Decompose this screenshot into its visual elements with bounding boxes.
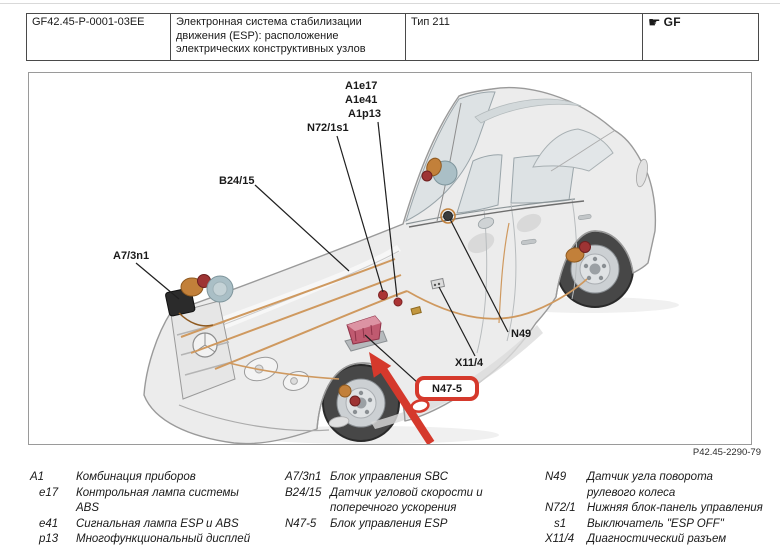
figure-number: P42.45-2290-79 [692, 447, 761, 458]
legend-code: N49 [545, 471, 567, 483]
front-door-window [456, 154, 503, 214]
legend-code: A1 [30, 471, 45, 483]
legend-desc: Комбинация приборов [76, 471, 196, 483]
legend-item: p13 Многофункциональный дисплей [30, 532, 282, 548]
section-label: GF [663, 15, 681, 29]
legend-item: A1 Комбинация приборов [30, 470, 282, 486]
legend-desc: Блок управления ESP [330, 517, 448, 530]
callout-a1p13: A1p13 [348, 108, 382, 120]
callout-n49: N49 [511, 328, 532, 340]
esp-control-unit [344, 315, 388, 352]
legend-desc: Диагностический разъем [587, 533, 727, 545]
top-divider [0, 3, 780, 4]
callout-b24-15: B24/15 [219, 175, 255, 187]
front-brake [338, 384, 361, 407]
legend-desc: Выключатель "ESP OFF" [587, 517, 724, 530]
page-title: Электронная система стабилизации движени… [170, 13, 406, 61]
legend-item: N72/1 Нижняя блок-панель управления [545, 501, 775, 517]
esp-location-diagram: A1e17 A1e41 A1p13 N72/1s1 B24/15 A7/3n1 … [28, 72, 752, 445]
legend-desc: Датчик угла поворота рулевого колеса [587, 471, 713, 499]
legend-code: B24/15 [285, 486, 322, 499]
legend-code: N47-5 [285, 517, 317, 530]
callout-a1e41: A1e41 [345, 94, 378, 106]
wiring-harness [180, 222, 588, 380]
legend-desc: Многофункциональный дисплей [76, 533, 251, 545]
pointing-hand-icon: ☛ [648, 14, 661, 30]
callout-x11-4: X11/4 [455, 357, 484, 369]
model-type: Тип 211 [405, 13, 643, 61]
legend-item: A7/3n1 Блок управления SBC [285, 470, 537, 486]
legend-desc: Блок управления SBC [330, 471, 449, 483]
legend-code: e41 [39, 517, 59, 530]
legend-column-2: A7/3n1 Блок управления SBC B24/15 Датчик у… [285, 470, 537, 532]
legend-desc: Контрольная лампа системы ABS [76, 486, 239, 515]
legend-item: X11/4 Диагностический разъем [545, 532, 775, 548]
legend-item: e41 Сигнальная лампа ESP и ABS [30, 517, 282, 533]
red-arrow [369, 352, 435, 444]
legend-code: p13 [39, 533, 59, 545]
rear-window [532, 128, 614, 172]
legend-desc: Нижняя блок-панель управления [587, 502, 763, 514]
diagnostic-connector [430, 277, 445, 290]
legend-item: N47-5 Блок управления ESP [285, 517, 537, 533]
side-mirror [477, 217, 495, 229]
legend-column-1: A1 Комбинация приборов e17 Контрольная лам… [30, 470, 282, 548]
car-illustration [135, 86, 679, 444]
doc-id: GF42.45-P-0001-03EE [26, 13, 171, 61]
front-right-brake [421, 157, 458, 186]
leader-lines [135, 121, 509, 384]
document-header: GF42.45-P-0001-03EE Электронная система … [26, 13, 759, 61]
sunroof [474, 98, 582, 124]
legend-item: e17 Контрольная лампа системы ABS [30, 486, 282, 517]
callout-a1e17: A1e17 [345, 80, 378, 92]
rear-brake [565, 241, 591, 263]
tail-lamp [636, 158, 648, 188]
legend-code: e17 [39, 486, 59, 499]
legend-desc: Сигнальная лампа ESP и ABS [76, 517, 239, 530]
legend-code: A7/3n1 [285, 471, 322, 483]
highlighted-callout-n47-5: N47-5 [415, 376, 479, 401]
callout-a7-3n1: A7/3n1 [113, 250, 150, 262]
sbc-control-unit [165, 274, 234, 327]
legend-item: B24/15 Датчик угловой скорости и поперечн… [285, 486, 537, 517]
legend-item: s1 Выключатель "ESP OFF" [545, 517, 775, 533]
steering-angle-sensor [440, 208, 456, 224]
legend-code: N72/1 [545, 502, 576, 514]
legend-desc: Датчик угловой скорости и поперечного ус… [330, 486, 483, 515]
callout-n72-1s1: N72/1s1 [307, 122, 349, 134]
section-cell: ☛GF [642, 13, 759, 61]
legend-code: X11/4 [545, 533, 575, 545]
legend-item: N49 Датчик угла поворота рулевого колеса [545, 470, 775, 501]
legend-code: s1 [554, 517, 567, 530]
